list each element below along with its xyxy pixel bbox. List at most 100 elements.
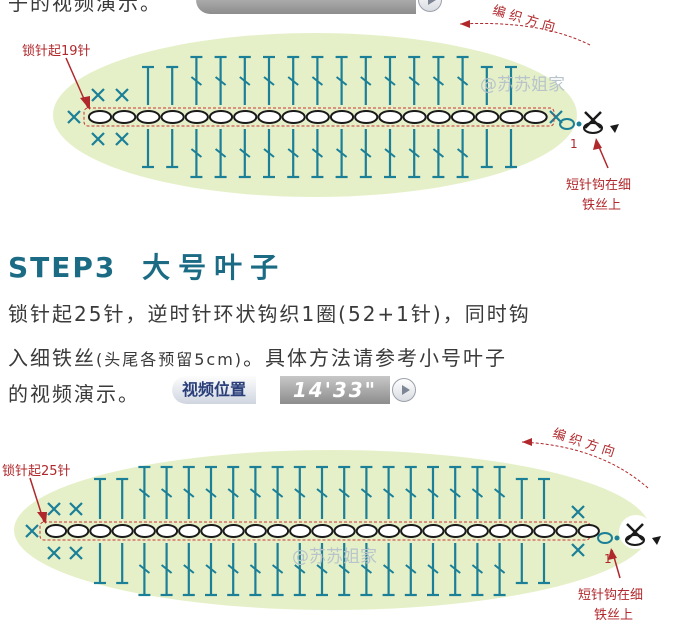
stitch-slash [183, 488, 195, 498]
stitch-slash [360, 488, 373, 498]
single-crochet-symbol [91, 88, 105, 102]
stitch-slash [360, 76, 372, 86]
chain-stitch [233, 110, 258, 124]
chain-stitch [466, 524, 489, 538]
chain-stitch [523, 110, 548, 124]
instruction-line-1: 锁针起25针，逆时针环状钩织1圈(52+1针)，同时钩 [8, 302, 531, 326]
line2-part-c: 。具体方法请参考小号叶子 [243, 346, 508, 370]
stitch-slash [384, 148, 396, 158]
stitch-slash [405, 564, 417, 574]
chain-stitches [87, 110, 548, 124]
chain-stitch [355, 524, 378, 538]
stitch-slash [335, 76, 348, 86]
stitch-slash [227, 564, 239, 574]
video-timestamp: 14'33" [280, 376, 390, 404]
stitch-slash [214, 148, 227, 158]
end-arrowhead [652, 536, 661, 545]
single-crochet-symbol [571, 505, 585, 519]
stitch-slash [239, 76, 251, 86]
chain-stitch [450, 110, 476, 124]
chain-stitch [305, 110, 330, 124]
slip-dot [614, 535, 620, 541]
chain-stitch [257, 110, 282, 124]
stitch-slash [271, 564, 284, 574]
chain-stitch [329, 110, 355, 124]
line2-part-b: (头尾各预留5cm) [96, 350, 244, 369]
chain-stitch [555, 524, 578, 538]
stitch-slash [360, 564, 373, 574]
start-pointer-head [37, 512, 47, 524]
end-loop [625, 534, 645, 546]
stitch-slash [160, 564, 173, 574]
stitch-slash [311, 76, 324, 86]
stitch-slash [338, 488, 350, 498]
previous-video-button[interactable] [196, 0, 446, 14]
end-arrowhead [610, 124, 619, 133]
chain-stitch [311, 524, 334, 538]
chain-stitch [499, 110, 524, 124]
chain-stitch [333, 524, 356, 538]
direction-arrow [459, 22, 591, 46]
note-pointer-head [593, 138, 602, 150]
watermark: @苏苏姐家 [292, 547, 377, 567]
instruction-line-3: 的视频演示。 [8, 382, 140, 406]
chain-stitch [444, 524, 467, 538]
chain-stitch [426, 110, 451, 124]
stitch-slash [456, 148, 469, 158]
chain-stitch [511, 524, 534, 538]
chain-stitch [266, 524, 290, 538]
chain-stitch [178, 524, 201, 538]
stitch-slash [449, 564, 461, 574]
small-leaf-diagram [53, 20, 619, 197]
stitch-slash [316, 488, 328, 498]
chain-stitch [208, 110, 234, 124]
chain-stitch [89, 524, 112, 538]
stitch-slash [190, 76, 203, 86]
step-title: 大号叶子 [142, 251, 287, 284]
round-number: 1 [570, 137, 578, 151]
chain-stitch [136, 110, 161, 124]
chain-stitch [400, 524, 423, 538]
chain-stitch [402, 110, 427, 124]
fragment-text: 子的视频演示。 [8, 0, 162, 15]
start-chain-label: 锁针起25针 [2, 464, 71, 479]
single-crochet-symbol [67, 110, 81, 124]
chain-stitch [533, 524, 556, 538]
step3-heading: STEP3 大号叶子 [8, 246, 286, 286]
note-line-1: 短针钩在细 [566, 178, 632, 193]
stitch-slash [408, 76, 420, 86]
chain-stitch [184, 110, 209, 124]
chain-stitch [244, 524, 267, 538]
instruction-line-2: 入细铁丝(头尾各预留5cm)。具体方法请参考小号叶子 [8, 342, 507, 371]
note-pointer-head [608, 548, 617, 560]
stitch-slash [294, 488, 306, 498]
stitch-slash [287, 148, 299, 158]
chain-stitch [133, 524, 156, 538]
chain-stitch [354, 110, 379, 124]
stitch-slash [294, 564, 306, 574]
wire-outline [39, 521, 591, 541]
stitch-slash [205, 564, 217, 574]
stitch-slash [449, 488, 461, 498]
stitch-slash [138, 564, 151, 574]
stitch-slash [493, 488, 506, 498]
chain-stitch [111, 524, 134, 538]
line2-part-a: 入细铁丝 [8, 346, 96, 370]
video-position-button[interactable]: 视频位置 14'33" [172, 376, 424, 404]
stitch-slash [160, 488, 173, 498]
stitch-slash [338, 564, 350, 574]
play-icon [392, 378, 416, 402]
stitch-slash [405, 488, 417, 498]
stitch-slash [384, 76, 396, 86]
stitch-slash [190, 148, 203, 158]
stitch-slash [427, 564, 439, 574]
chain-stitch [377, 524, 401, 538]
video-label: 视频位置 [172, 376, 257, 404]
stitch-slash [183, 564, 195, 574]
note-line-1: 短针钩在细 [578, 588, 644, 603]
single-crochet-symbol [47, 546, 61, 560]
stitch-slash [456, 76, 469, 86]
watermark: @苏苏姐家 [480, 75, 565, 95]
chain-stitch [281, 110, 306, 124]
start-chain-label: 锁针起19针 [22, 44, 91, 59]
